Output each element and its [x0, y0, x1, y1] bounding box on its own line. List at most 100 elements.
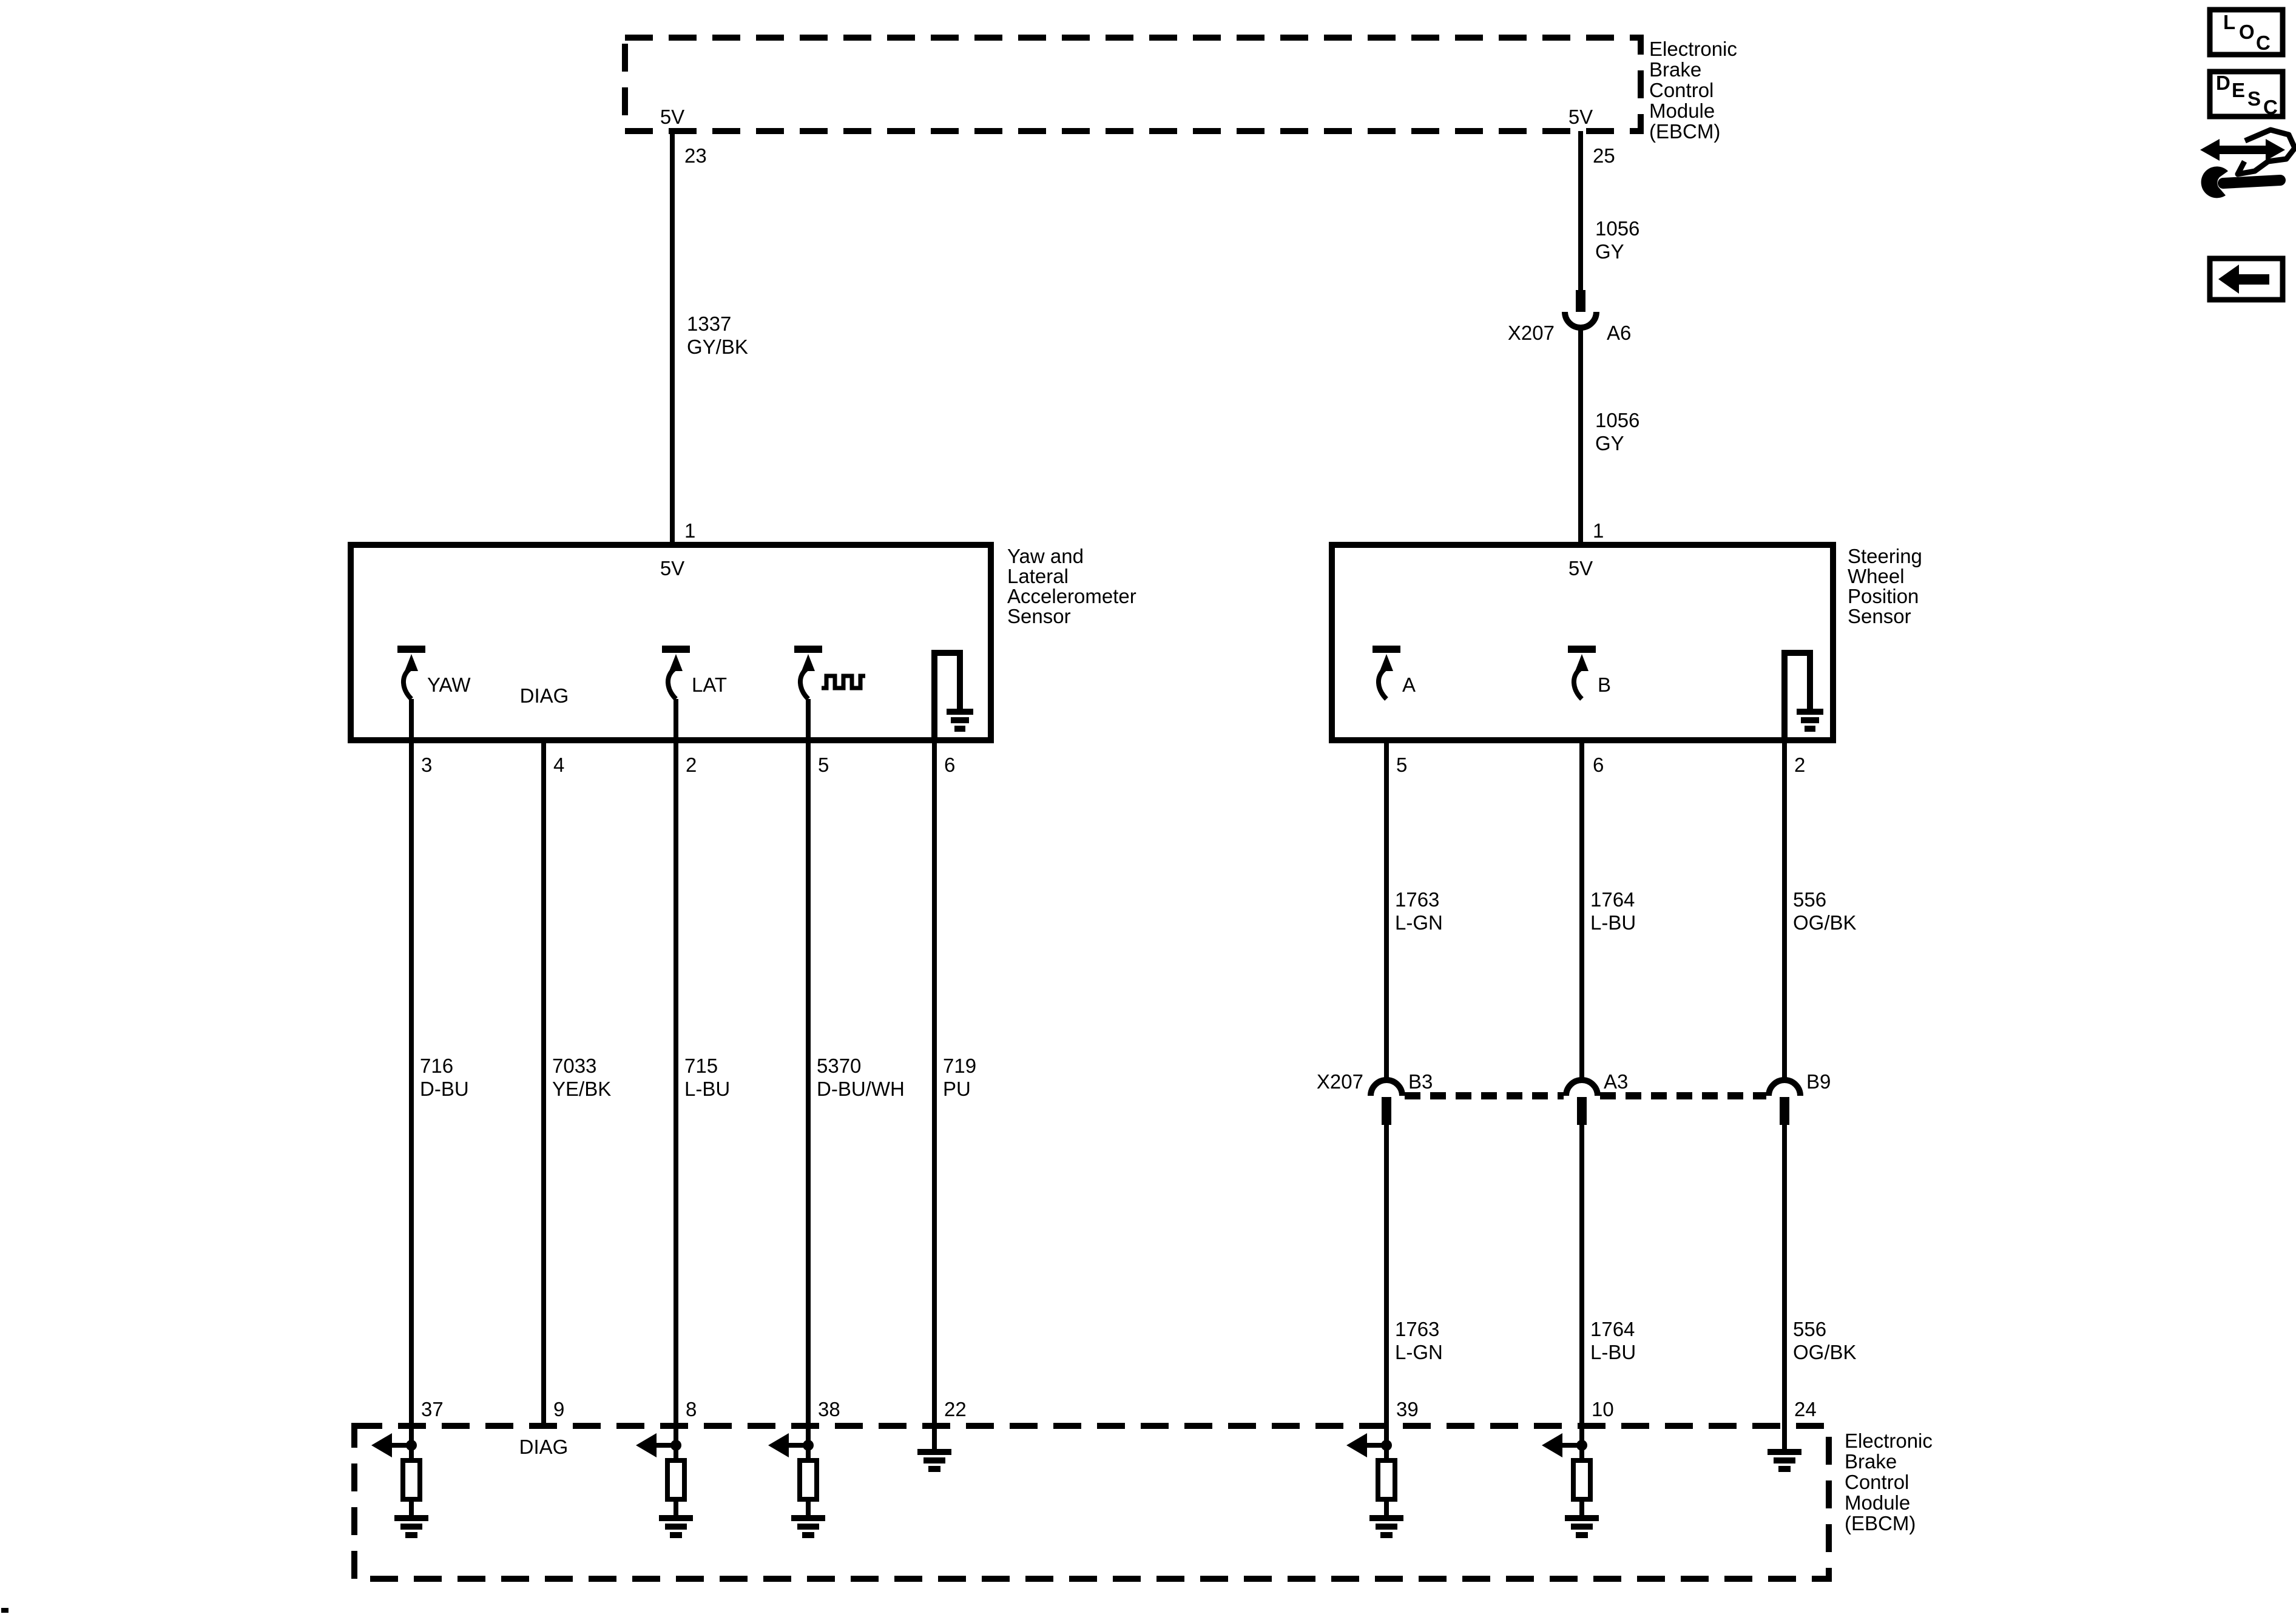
ebcm-input-icon: [636, 1426, 693, 1538]
ebcm-input-icon: [768, 1426, 825, 1538]
yaw-sensor-title-line: Lateral: [1007, 565, 1069, 587]
pulse-signal-icon: [794, 646, 822, 699]
connector-pin: B9: [1806, 1070, 1831, 1093]
wire-label: YE/BK: [552, 1078, 611, 1100]
wire-label: PU: [943, 1078, 971, 1100]
yaw-signal-icon: [397, 646, 425, 699]
lat-signal-icon: [662, 646, 690, 699]
yaw-lateral-accelerometer-sensor: 1 Yaw and Lateral Accelerometer Sensor 5…: [348, 519, 1136, 776]
signal-a-icon: [1373, 646, 1400, 699]
sensor-pin: 4: [553, 754, 564, 776]
loc-letter: C: [2256, 32, 2271, 54]
supply-wire-right: 1056 GY X207 A6 1056 GY: [1508, 131, 1639, 545]
wire-label: 7033: [552, 1055, 596, 1077]
desc-button[interactable]: D E S C: [2207, 69, 2286, 120]
ebcm-input-icon: [1346, 1426, 1403, 1538]
ebcm-ground-icon: [1768, 1426, 1801, 1472]
loc-letter: L: [2223, 11, 2235, 33]
inline-connector-b3-icon: [1371, 1080, 1402, 1125]
sensor-top-pin: 1: [1593, 519, 1604, 542]
wire-label: GY: [1595, 432, 1624, 454]
sensor-pin: 3: [421, 754, 432, 776]
inline-connector-a6-icon: [1562, 290, 1599, 331]
ebcm-input-icon: [371, 1426, 428, 1538]
stray-mark: [1, 1608, 8, 1613]
wire-label: OG/BK: [1793, 911, 1857, 934]
back-button[interactable]: [2207, 255, 2286, 303]
sensor-supply-label: 5V: [1568, 557, 1593, 579]
top-ebcm-title-line: Control: [1649, 79, 1714, 101]
wire-label: GY: [1595, 240, 1624, 263]
bottom-ebcm-title-line: Module: [1845, 1491, 1910, 1514]
desc-letter: C: [2263, 96, 2278, 118]
ebcm-pin: 8: [686, 1398, 697, 1420]
diag-label: DIAG: [520, 684, 569, 707]
yaw-sensor-title-line: Sensor: [1007, 605, 1071, 627]
yaw-label: YAW: [427, 673, 471, 696]
sensor-pin: 2: [1794, 754, 1805, 776]
steering-wheel-position-sensor: 1 Steering Wheel Position Sensor 5V A B …: [1329, 519, 1922, 776]
top-supply-left-label: 5V: [660, 106, 684, 128]
wire-label: 1763: [1395, 888, 1439, 911]
connector-name: X207: [1317, 1070, 1363, 1093]
loc-button[interactable]: L O C: [2207, 7, 2286, 58]
ebcm-pin: 24: [1794, 1398, 1817, 1420]
wire-label: L-GN: [1395, 911, 1443, 934]
wire-label: 5370: [817, 1055, 861, 1077]
bottom-ebcm-box: [351, 1423, 1832, 1582]
ebcm-pin: 22: [944, 1398, 967, 1420]
top-pin-23: 23: [684, 144, 707, 167]
signal-b-icon: [1568, 646, 1596, 699]
sensor-pin: 6: [944, 754, 955, 776]
wire-label: L-BU: [684, 1078, 730, 1100]
top-ebcm-title-line: Brake: [1649, 58, 1701, 81]
top-ebcm-title-line: Electronic: [1649, 38, 1737, 60]
wire-label: 1763: [1395, 1318, 1439, 1340]
yaw-sensor-title-line: Accelerometer: [1007, 585, 1136, 607]
wire-label: L-BU: [1590, 911, 1636, 934]
wire-label: D-BU/WH: [817, 1078, 905, 1100]
left-signal-wires: 716 D-BU 7033 YE/BK 715 L-BU 5370 D-BU/W…: [409, 699, 976, 1426]
steering-sensor-title-line: Steering: [1848, 545, 1922, 567]
wire-label: D-BU: [420, 1078, 469, 1100]
wire-label: L-BU: [1590, 1341, 1636, 1363]
repair-instructions-icon[interactable]: [2200, 127, 2296, 198]
ebcm-pin: 38: [818, 1398, 840, 1420]
signal-a-label: A: [1402, 673, 1416, 696]
wire-label: 1337: [687, 312, 731, 335]
ebcm-pin: 39: [1396, 1398, 1419, 1420]
square-wave-icon: [822, 676, 865, 688]
desc-letter: S: [2247, 87, 2261, 110]
wire-label: 556: [1793, 1318, 1826, 1340]
ebcm-pin: 37: [421, 1398, 444, 1420]
wire-label: OG/BK: [1793, 1341, 1857, 1363]
yaw-sensor-title-line: Yaw and: [1007, 545, 1084, 567]
ebcm-input-icon: [1542, 1426, 1599, 1538]
top-ebcm-module: Electronic Brake Control Module (EBCM) 5…: [622, 35, 1737, 167]
wire-label: 716: [420, 1055, 453, 1077]
connector-pin: A6: [1607, 322, 1631, 344]
bottom-ebcm-title-line: Control: [1845, 1471, 1909, 1493]
top-pin-25: 25: [1593, 144, 1615, 167]
sensor-pin: 5: [818, 754, 829, 776]
yaw-sensor-box: [348, 542, 994, 743]
internal-ground-icon: [1784, 653, 1823, 740]
sensor-pin: 5: [1396, 754, 1407, 776]
desc-letter: D: [2216, 72, 2230, 94]
wire-label: 1764: [1590, 888, 1635, 911]
steering-sensor-title-line: Wheel: [1848, 565, 1905, 587]
sensor-pin: 2: [686, 754, 697, 776]
steering-sensor-title-line: Sensor: [1848, 605, 1911, 627]
toolbar: L O C D E S C: [2200, 7, 2296, 303]
wire-label: 715: [684, 1055, 718, 1077]
top-ebcm-box: [622, 35, 1644, 134]
wire-label: 1764: [1590, 1318, 1635, 1340]
bottom-ebcm-module: 37 9 8 38 22 39 10 24 Electronic Brake C…: [351, 1398, 1933, 1582]
ebcm-ground-icon: [917, 1426, 951, 1472]
top-ebcm-title-line: Module: [1649, 100, 1715, 122]
loc-letter: O: [2239, 21, 2255, 43]
connector-pin: B3: [1408, 1070, 1433, 1093]
sensor-supply-label: 5V: [660, 557, 684, 579]
desc-letter: E: [2232, 79, 2245, 101]
